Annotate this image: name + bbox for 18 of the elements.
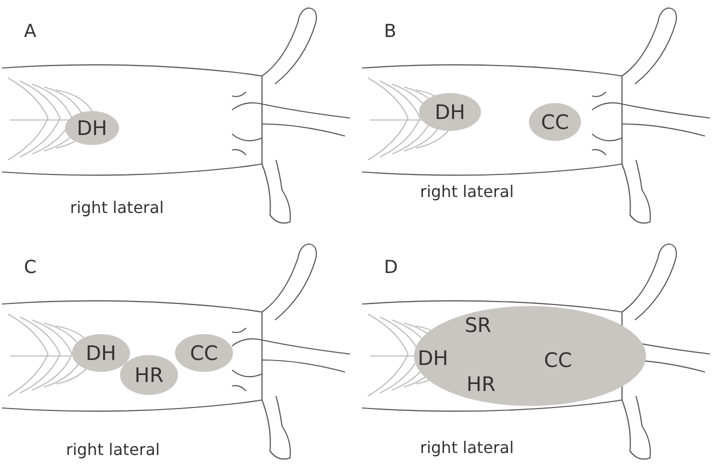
region-label: HR <box>466 372 496 396</box>
view-caption: right lateral <box>420 182 514 201</box>
region-label: DH <box>86 341 116 365</box>
panel-letter: A <box>24 21 36 42</box>
region-label: CC <box>541 110 569 134</box>
view-caption: right lateral <box>70 198 164 217</box>
region-label: SR <box>464 313 492 337</box>
view-caption: right lateral <box>420 438 514 457</box>
panel-letter: B <box>384 21 396 42</box>
panel-letter: D <box>384 257 398 278</box>
region-label: DH <box>418 346 448 370</box>
view-caption: right lateral <box>66 440 160 459</box>
panel-letter: C <box>24 257 37 278</box>
region-label: DH <box>76 116 108 140</box>
region-label: CC <box>190 341 218 365</box>
region-label: HR <box>134 363 164 387</box>
region-label: CC <box>544 348 572 372</box>
region-label: DH <box>434 100 466 124</box>
